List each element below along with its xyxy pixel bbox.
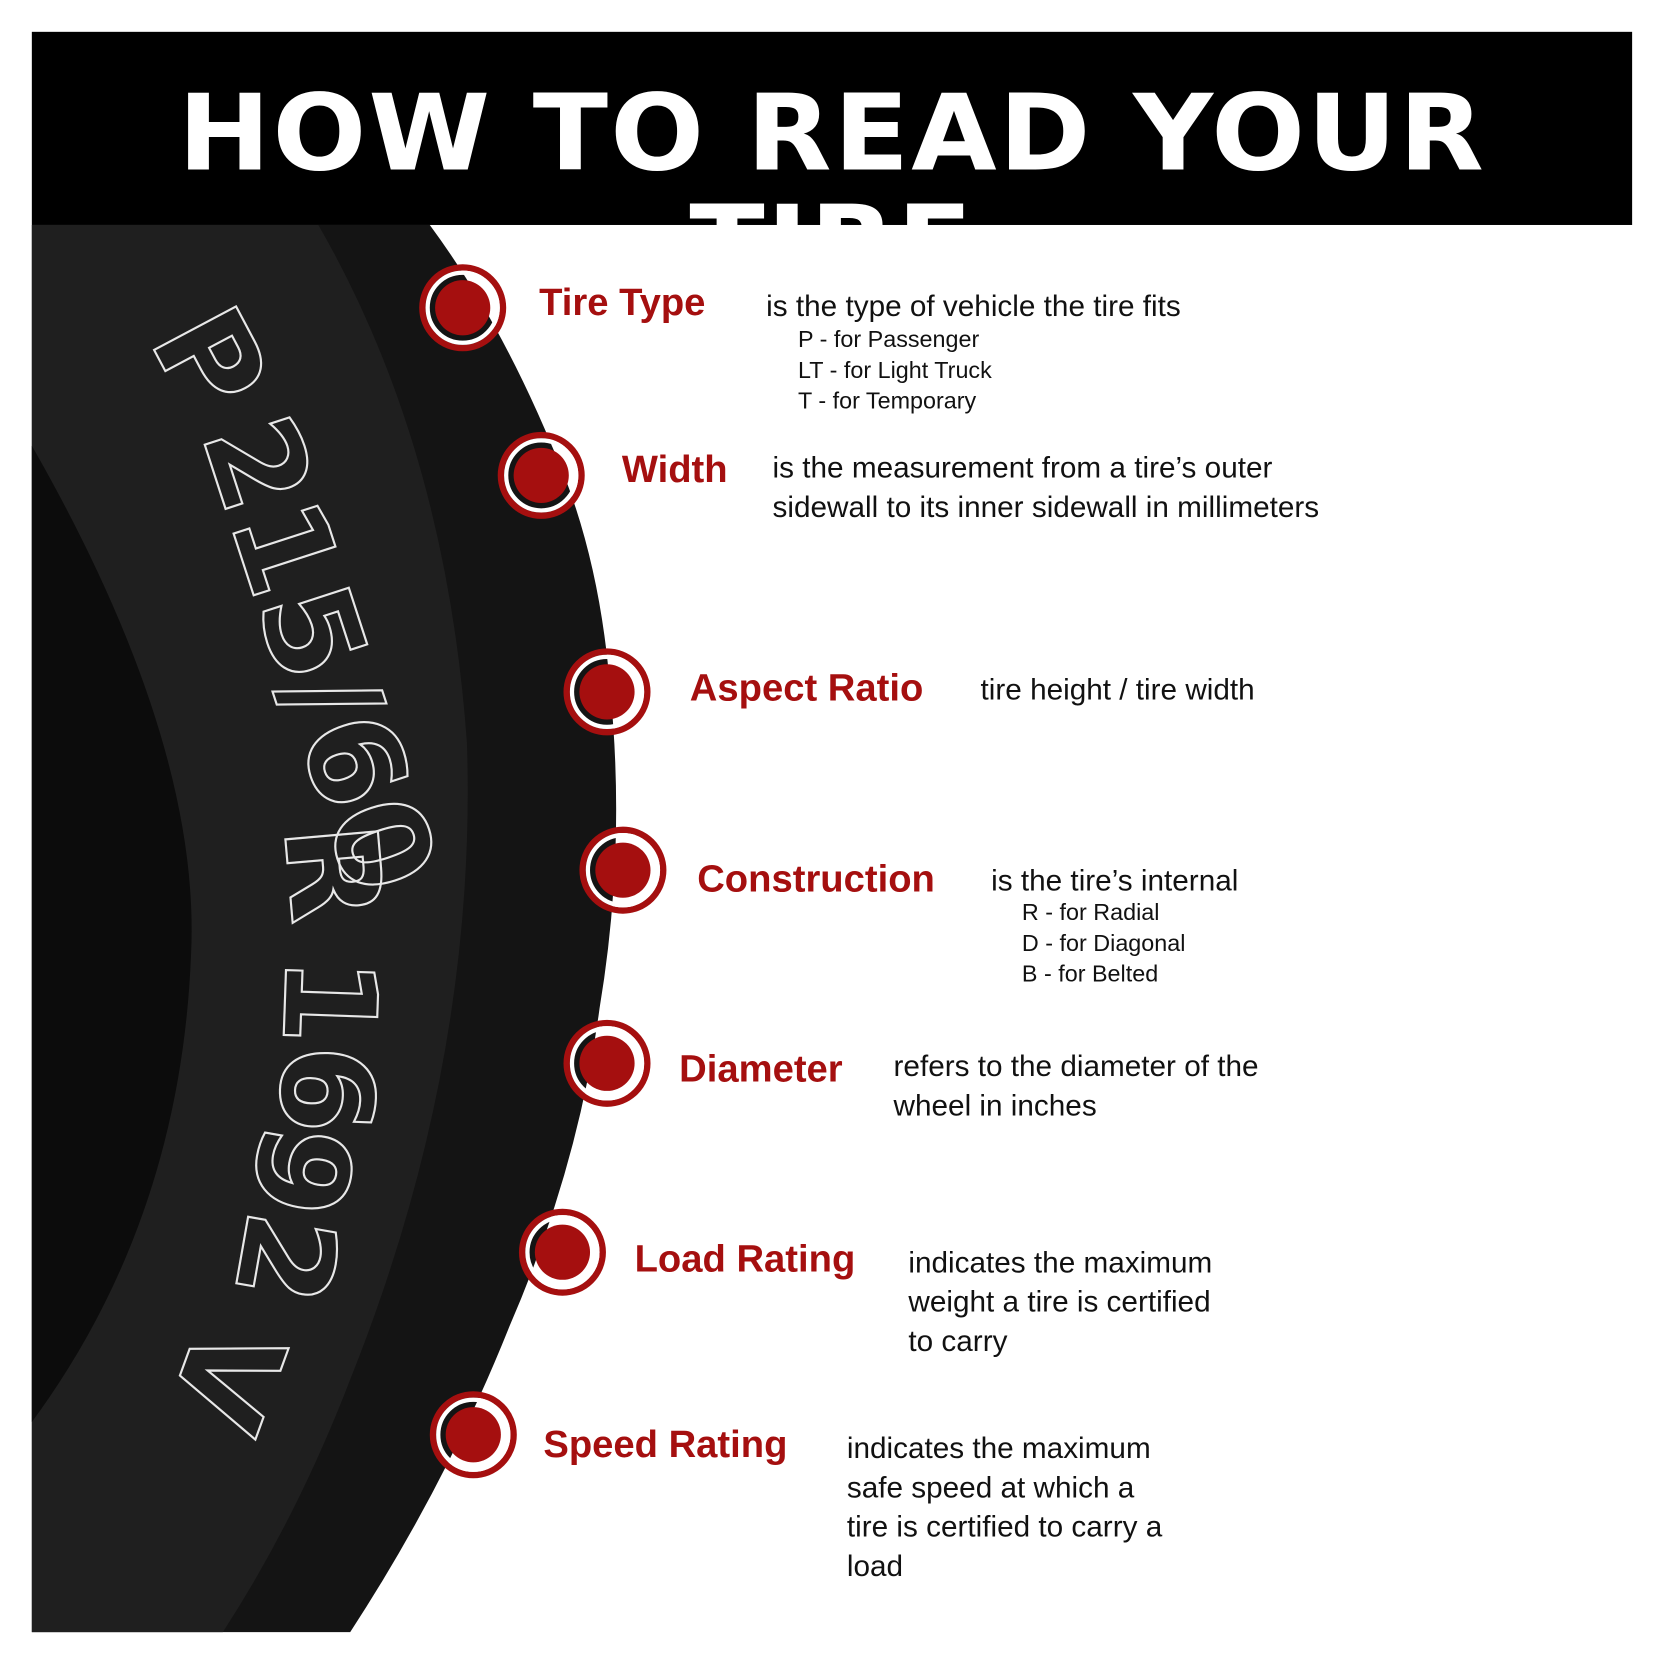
desc-load-line1: indicates the maximum (908, 1245, 1213, 1279)
title-banner: HOW TO READ YOUR TIRE (31, 31, 1633, 300)
label-aspect-ratio: Aspect Ratio (689, 665, 924, 709)
marker-tire-type-icon (419, 264, 507, 352)
desc-construction: is the tire’s internal (991, 863, 1239, 897)
label-width: Width (621, 446, 728, 491)
desc-load-line3: to carry (908, 1324, 1008, 1358)
marker-aspect-ratio-icon (563, 648, 651, 736)
sub-radial: R - for Radial (1021, 898, 1160, 926)
desc-diameter-line2: wheel in inches (893, 1088, 1097, 1122)
desc-load-line2: weight a tire is certified (908, 1285, 1211, 1319)
desc-width-line1: is the measurement from a tire’s outer (772, 451, 1273, 484)
marker-speed-rating-icon (429, 1391, 517, 1479)
desc-speed-line4: load (846, 1549, 904, 1583)
label-tire-type: Tire Type (539, 280, 706, 324)
tire-sidewall (31, 224, 468, 1633)
marker-construction-icon (579, 826, 667, 914)
desc-speed-line1: indicates the maximum (846, 1431, 1151, 1465)
sub-light-truck: LT - for Light Truck (798, 356, 992, 384)
desc-speed-line3: tire is certified to carry a (846, 1510, 1163, 1543)
tire-code-diameter: 16 (249, 954, 403, 1136)
page-title: HOW TO READ YOUR TIRE (177, 71, 1487, 306)
desc-width-line2: sidewall to its inner sidewall in millim… (772, 490, 1320, 524)
desc-speed-line2: safe speed at which a (846, 1470, 1135, 1504)
desc-tire-type: is the type of vehicle the tire fits (766, 289, 1181, 323)
desc-diameter-line1: refers to the diameter of the (893, 1049, 1259, 1083)
desc-aspect-ratio: tire height / tire width (980, 672, 1255, 706)
sub-diagonal: D - for Diagonal (1021, 929, 1186, 957)
label-construction: Construction (697, 856, 935, 900)
marker-load-rating-icon (518, 1208, 606, 1296)
marker-width-icon (497, 431, 585, 519)
sub-temporary: T - for Temporary (798, 387, 977, 414)
wheel-rim (31, 445, 192, 1423)
label-diameter: Diameter (679, 1046, 843, 1090)
tire-code-construction: R (254, 818, 410, 929)
label-speed-rating: Speed Rating (543, 1422, 788, 1466)
marker-diameter-icon (563, 1019, 651, 1107)
label-load-rating: Load Rating (634, 1236, 856, 1280)
tire-code-load: 92 (204, 1114, 381, 1314)
sub-passenger: P - for Passenger (798, 325, 980, 353)
sub-belted: B - for Belted (1021, 960, 1159, 987)
